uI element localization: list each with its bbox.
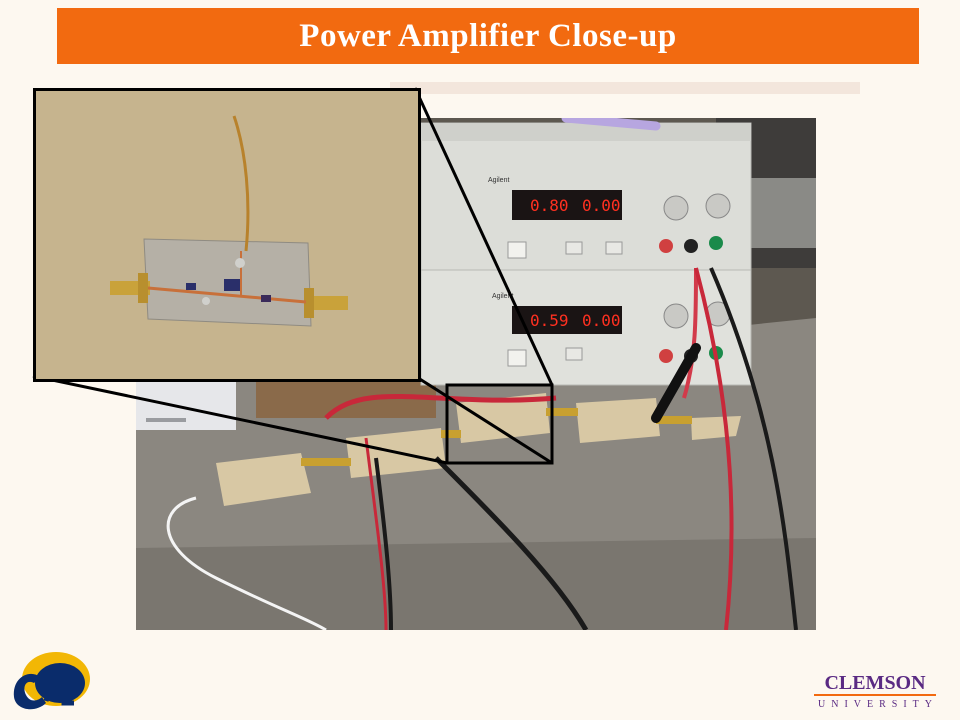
supply-top-current-readout: 0.00 — [582, 196, 621, 215]
clemson-divider — [814, 694, 936, 696]
photo-backdrop — [390, 82, 860, 94]
power-supply-top: Agilent 0.80 0.00 — [420, 122, 752, 274]
slide-title: Power Amplifier Close-up — [299, 17, 677, 54]
clemson-wordmark: CLEMSON — [824, 672, 926, 694]
title-bar: Power Amplifier Close-up — [57, 8, 919, 64]
amplifier-closeup-photo — [33, 88, 421, 382]
supply-bottom-voltage-readout: 0.59 — [530, 311, 569, 330]
university-wordmark: UNIVERSITY — [818, 699, 938, 710]
supply-bottom-brand: Agilent — [492, 293, 513, 300]
supply-top-voltage-readout: 0.80 — [530, 196, 569, 215]
cal-bear-icon — [13, 652, 90, 710]
supply-bottom-current-readout: 0.00 — [582, 311, 621, 330]
supply-top-brand: Agilent — [488, 177, 509, 184]
clemson-logo: CLEMSON UNIVERSITY — [810, 672, 940, 710]
amplifier-board-illustration — [36, 91, 418, 379]
cal-logo — [6, 647, 92, 715]
